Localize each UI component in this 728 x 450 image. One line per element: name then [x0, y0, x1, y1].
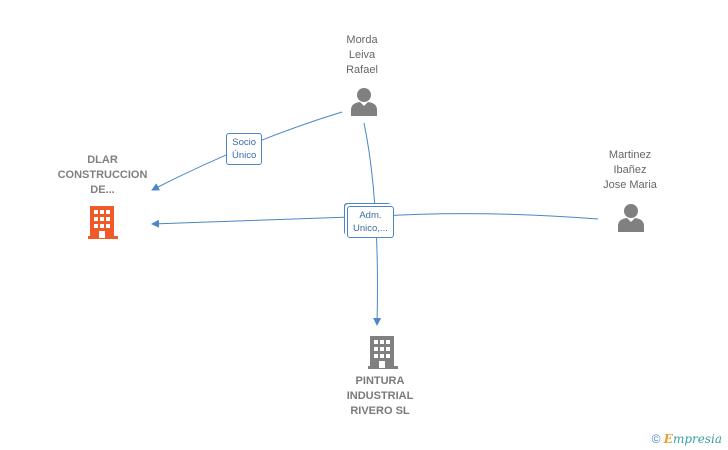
label-line: Unico,... — [353, 223, 388, 234]
node-label-martinez[interactable]: Martinez Ibañez Jose Maria — [585, 148, 675, 193]
building-icon[interactable] — [366, 334, 400, 370]
node-label-dlar[interactable]: DLAR CONSTRUCCION DE... — [40, 153, 165, 198]
node-label-pintura[interactable]: PINTURA INDUSTRIAL RIVERO SL — [325, 374, 435, 419]
label-line: PINTURA — [355, 375, 405, 387]
building-icon[interactable] — [86, 204, 120, 240]
copyright-icon: © — [651, 432, 661, 446]
label-line: Morda — [346, 34, 378, 46]
edge-label-adm-unico[interactable]: Adm. Unico,... — [347, 206, 394, 238]
label-line: Socio — [232, 137, 257, 148]
label-line: CONSTRUCCION — [57, 169, 148, 181]
label-line: Jose Maria — [603, 179, 657, 191]
label-line: Martinez — [608, 149, 652, 161]
node-label-morda[interactable]: Morda Leiva Rafael — [322, 33, 402, 78]
label-line: Único — [232, 150, 257, 161]
brand-logo: Empresia — [663, 432, 722, 446]
person-icon[interactable] — [349, 86, 379, 116]
label-line: Rafael — [346, 64, 378, 76]
copyright-footer[interactable]: © Empresia — [652, 432, 722, 446]
label-line: RIVERO SL — [350, 405, 410, 417]
label-line: DLAR — [87, 154, 118, 166]
edge-label-socio-unico[interactable]: Socio Único — [226, 133, 263, 165]
label-line: DE... — [90, 184, 115, 196]
label-line: Ibañez — [613, 164, 647, 176]
label-line: Adm. — [359, 210, 382, 221]
label-line: INDUSTRIAL — [346, 390, 414, 402]
label-line: Leiva — [348, 49, 376, 61]
person-icon[interactable] — [616, 202, 646, 232]
